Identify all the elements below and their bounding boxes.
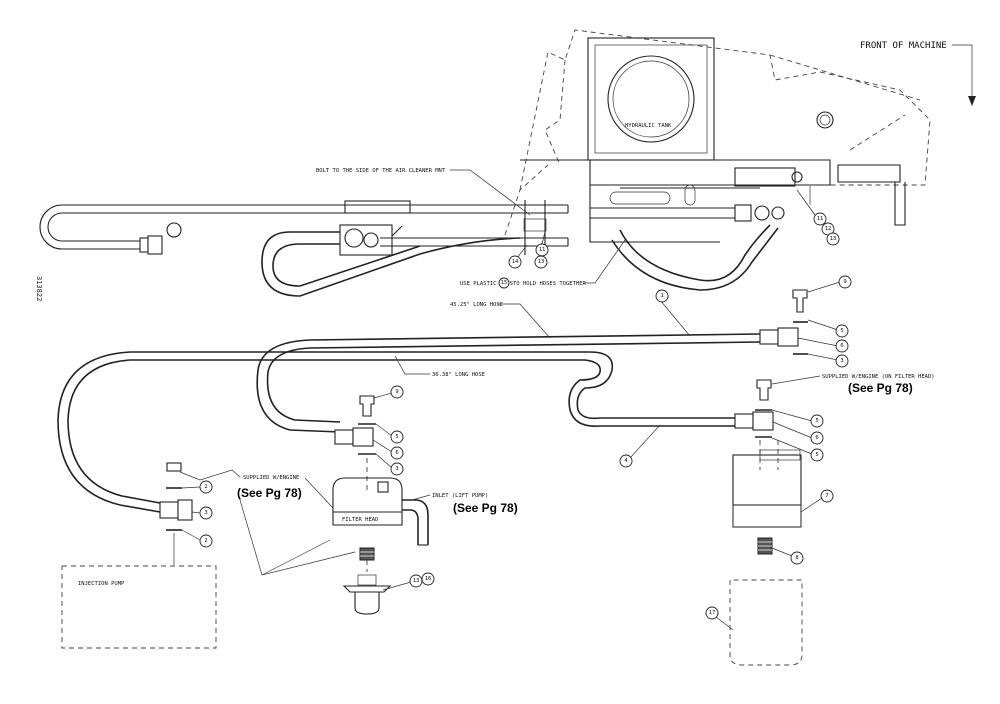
callout-15-ties: 15	[498, 277, 510, 289]
callout-top-14: 14	[508, 244, 528, 269]
svg-text:45.25" LONG HOSE: 45.25" LONG HOSE	[450, 302, 503, 308]
svg-text:TO HOLD HOSES TOGETHER: TO HOLD HOSES TOGETHER	[513, 281, 587, 287]
supplied-engine-note: SUPPLIED W/ENGINE (See Pg 78)	[179, 469, 356, 576]
callout-r-6a: 6	[797, 337, 849, 353]
svg-text:12: 12	[825, 226, 832, 232]
see-pg-78-right: (See Pg 78)	[848, 381, 913, 395]
callout-top-13: 13	[534, 255, 548, 269]
right-fitting-stack	[729, 289, 808, 666]
callout-b-16: 16	[421, 572, 435, 586]
injection-pump-fittings: INJECTION PUMP	[61, 462, 217, 649]
svg-text:6: 6	[840, 343, 843, 349]
svg-text:14: 14	[512, 259, 519, 265]
svg-text:13: 13	[830, 236, 837, 242]
filter-head-assembly: FILTER HEAD	[332, 395, 429, 615]
svg-text:13: 13	[413, 578, 420, 584]
callout-top-11: 11	[535, 231, 549, 257]
see-pg-78-inlet: (See Pg 78)	[453, 501, 518, 515]
callout-right-11: 11	[796, 189, 827, 226]
svg-text:3: 3	[840, 358, 843, 364]
svg-text:3: 3	[395, 466, 398, 472]
supplied-filter-head-note: SUPPLIED W/ENGINE (ON FILTER HEAD) (See …	[771, 374, 935, 395]
front-of-machine-label: FRONT OF MACHINE	[860, 41, 947, 51]
inlet-note: INLET (LIFT PUMP) (See Pg 78)	[411, 493, 518, 515]
svg-text:11: 11	[539, 247, 546, 253]
svg-text:9: 9	[395, 389, 398, 395]
callout-r-5b: 5	[771, 409, 824, 428]
callout-r-7: 7	[800, 489, 834, 513]
svg-text:SUPPLIED W/ENGINE: SUPPLIED W/ENGINE	[243, 475, 299, 481]
callout-l-2b: 2	[181, 529, 213, 548]
hose-label-36: 36.38" LONG HOSE	[394, 355, 485, 378]
callout-m-5: 5	[375, 423, 404, 444]
svg-text:2: 2	[204, 538, 207, 544]
svg-text:SUPPLIED W/ENGINE (ON FILTER H: SUPPLIED W/ENGINE (ON FILTER HEAD)	[822, 374, 935, 380]
svg-text:13: 13	[538, 259, 545, 265]
svg-text:5: 5	[840, 328, 843, 334]
main-hoses	[57, 333, 761, 513]
injection-pump	[61, 565, 217, 649]
callout-r-17: 17	[705, 606, 734, 631]
front-of-machine-indicator: FRONT OF MACHINE	[860, 41, 976, 106]
svg-text:5: 5	[815, 452, 818, 458]
svg-text:36.38" LONG HOSE: 36.38" LONG HOSE	[432, 372, 485, 378]
machine-frame: HYDRAULIC TANK	[504, 29, 931, 243]
svg-text:1: 1	[660, 293, 663, 299]
see-pg-78-left: (See Pg 78)	[237, 486, 302, 500]
callout-r-8: 8	[771, 547, 804, 565]
callout-r-5c: 5	[771, 437, 824, 462]
callout-m-6: 6	[372, 439, 404, 460]
svg-text:17: 17	[709, 610, 716, 616]
figure-number: 313822	[35, 276, 43, 301]
top-hose-assembly	[39, 200, 785, 297]
callout-r-9: 9	[807, 275, 852, 293]
svg-text:5: 5	[395, 434, 398, 440]
svg-text:7: 7	[825, 493, 828, 499]
callout-r-3a: 3	[807, 353, 849, 368]
callout-r-5a: 5	[807, 319, 849, 338]
callout-m-3: 3	[375, 453, 404, 476]
svg-text:8: 8	[795, 555, 798, 561]
svg-text:11: 11	[817, 216, 824, 222]
svg-text:3: 3	[204, 510, 207, 516]
callout-l-2a: 2	[181, 480, 213, 494]
svg-text:2: 2	[204, 484, 207, 490]
callout-r-6b: 6	[772, 421, 824, 445]
svg-text:4: 4	[624, 458, 628, 464]
hydraulic-tank-label: HYDRAULIC TANK	[625, 123, 672, 129]
callout-hose-4: 4	[619, 424, 661, 468]
callout-right-13: 13	[826, 232, 840, 246]
bolt-note: BOLT TO THE SIDE OF THE AIR CLEANER MNT	[316, 168, 531, 216]
callout-b-13: 13	[382, 574, 423, 591]
svg-text:BOLT TO THE SIDE OF THE AIR CL: BOLT TO THE SIDE OF THE AIR CLEANER MNT	[316, 168, 446, 174]
svg-text:5: 5	[815, 418, 818, 424]
injection-pump-label: INJECTION PUMP	[78, 581, 125, 587]
ties-note: USE PLASTIC TIES TO HOLD HOSES TOGETHER	[460, 239, 626, 287]
callout-hose-1: 1	[655, 289, 691, 337]
svg-text:USE PLASTIC TIES: USE PLASTIC TIES	[460, 281, 513, 287]
filter-head-label: FILTER HEAD	[342, 517, 378, 523]
svg-text:15: 15	[501, 280, 508, 286]
svg-text:INLET (LIFT PUMP): INLET (LIFT PUMP)	[432, 493, 488, 499]
svg-text:9: 9	[843, 279, 846, 285]
callout-m-9: 9	[373, 385, 404, 399]
svg-text:6: 6	[395, 450, 398, 456]
hose-label-45: 45.25" LONG HOSE	[450, 302, 551, 339]
svg-text:16: 16	[425, 576, 432, 582]
callout-l-3: 3	[191, 506, 213, 520]
svg-text:6: 6	[815, 435, 818, 441]
